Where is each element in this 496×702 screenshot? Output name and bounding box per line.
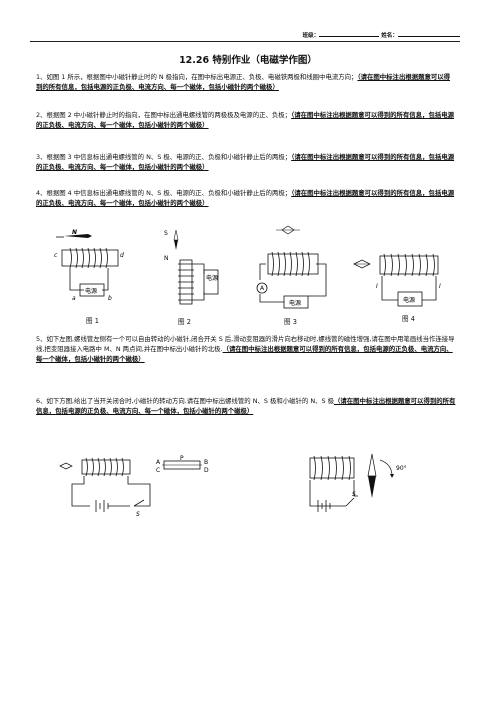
- class-label: 班级：: [302, 33, 320, 39]
- figure-4: I I 电源: [352, 253, 448, 312]
- fig2-needle-top: [173, 229, 179, 241]
- header-divider: [30, 41, 460, 42]
- question-3: 3、根据图 3 中信息标出通电螺线管的 N、S 极、电源的正、负极和小磁针静止后…: [36, 153, 455, 171]
- fig1-coil: [69, 247, 108, 269]
- fig6-angle: 90°: [396, 465, 407, 472]
- fig3-coil: [271, 251, 310, 277]
- fig6-rotation-arrow: [379, 459, 393, 477]
- fig5-coil: [85, 457, 124, 477]
- header-fields: 班级： 姓名：: [302, 30, 460, 39]
- fig3-meter-label: A: [260, 285, 265, 292]
- fig5-switch: [133, 499, 145, 507]
- question-1: 1、如图 1 所示，根据图中小磁针静止时的 N 极指向，在图中标出电源正、负极、…: [36, 73, 451, 91]
- figure-2: S N 电源: [160, 228, 230, 314]
- fig2-power-source: [203, 269, 219, 295]
- name-label: 姓名：: [381, 33, 398, 39]
- fig1-power-source: [79, 283, 105, 297]
- fig5-compass-needle: [59, 462, 73, 470]
- figure-5: S A C P B D: [59, 454, 220, 518]
- fig1-needle-tail: [64, 234, 88, 238]
- fig4-source-label: 电源: [403, 296, 415, 304]
- figure-4-caption: 图 4: [402, 315, 415, 323]
- name-blank: [398, 30, 460, 37]
- question-2: 2、根据图 2 中小磁针静止时的指向，在图中标出通电螺线管的两极极及电源的正、负…: [36, 111, 455, 129]
- fig3-ammeter: [256, 282, 268, 294]
- question-4: 4、根据图 4 中信息标出通电螺线管的 N、S 极、电源的正、负极和小磁针静止后…: [36, 189, 455, 207]
- figure-3: A 电源: [256, 225, 336, 316]
- fig6-coil: [313, 455, 351, 481]
- fig6-switch: [345, 497, 355, 507]
- fig5-label-a: A: [156, 459, 161, 466]
- fig5-battery: [95, 500, 109, 512]
- fig1-label-d: d: [120, 252, 124, 259]
- fig5-label-s: S: [136, 511, 140, 518]
- fig5-label-d: D: [204, 467, 209, 474]
- fig2-source-label: 电源: [206, 274, 218, 282]
- fig5-label-p: P: [180, 455, 184, 462]
- fig5-label-c: C: [156, 467, 160, 474]
- fig2-coil: [178, 263, 194, 301]
- figure-2-caption: 图 2: [178, 318, 191, 326]
- fig4-solenoid: [379, 255, 439, 275]
- fig3-source-label: 电源: [289, 299, 301, 307]
- class-blank: [319, 30, 380, 37]
- fig5-label-b: B: [204, 459, 208, 466]
- question-5: 5、如下左图,螺线管左侧有一个可以自由转动的小磁针,闭合开关 S 后,滑动变阻器…: [36, 335, 455, 363]
- fig4-power-source: [397, 291, 423, 307]
- fig1-needle-head: [88, 234, 92, 238]
- fig1-label-c: c: [54, 252, 58, 259]
- fig1-source-label: 电源: [85, 287, 97, 295]
- figure-1-caption: 图 1: [86, 317, 99, 325]
- fig4-label-i1: I: [376, 283, 378, 290]
- fig1-iron-core: [61, 249, 119, 267]
- figure-1: N c d 电源 a b: [50, 228, 130, 306]
- fig1-needle-label: N: [72, 229, 77, 236]
- page-title: 12.26 特别作业（电磁学作图）: [179, 55, 317, 66]
- fig3-power-source: [283, 295, 309, 309]
- fig1-label-b: b: [108, 295, 112, 302]
- fig6-needle-bottom: [368, 476, 376, 498]
- fig4-coil: [383, 253, 435, 277]
- fig2-needle-bottom: [174, 240, 178, 250]
- fig5-solenoid: [81, 459, 131, 475]
- fig6-needle-top: [367, 453, 377, 477]
- figure-6: S 90°: [296, 450, 420, 526]
- figure-3-caption: 图 3: [284, 318, 297, 326]
- question-6: 6、如下方图,给出了当开关闭合时,小磁针的转动方向.请在图中标出螺线管的 N、S…: [36, 397, 456, 415]
- fig6-label-s: S: [352, 491, 356, 498]
- fig2-label-s: S: [164, 230, 168, 237]
- fig3-solenoid: [267, 253, 319, 275]
- fig2-label-n: N: [164, 255, 169, 262]
- fig4-label-i2: I: [439, 283, 441, 290]
- fig6-solenoid: [309, 457, 355, 479]
- fig6-battery: [317, 500, 331, 512]
- fig1-label-a: a: [72, 295, 76, 302]
